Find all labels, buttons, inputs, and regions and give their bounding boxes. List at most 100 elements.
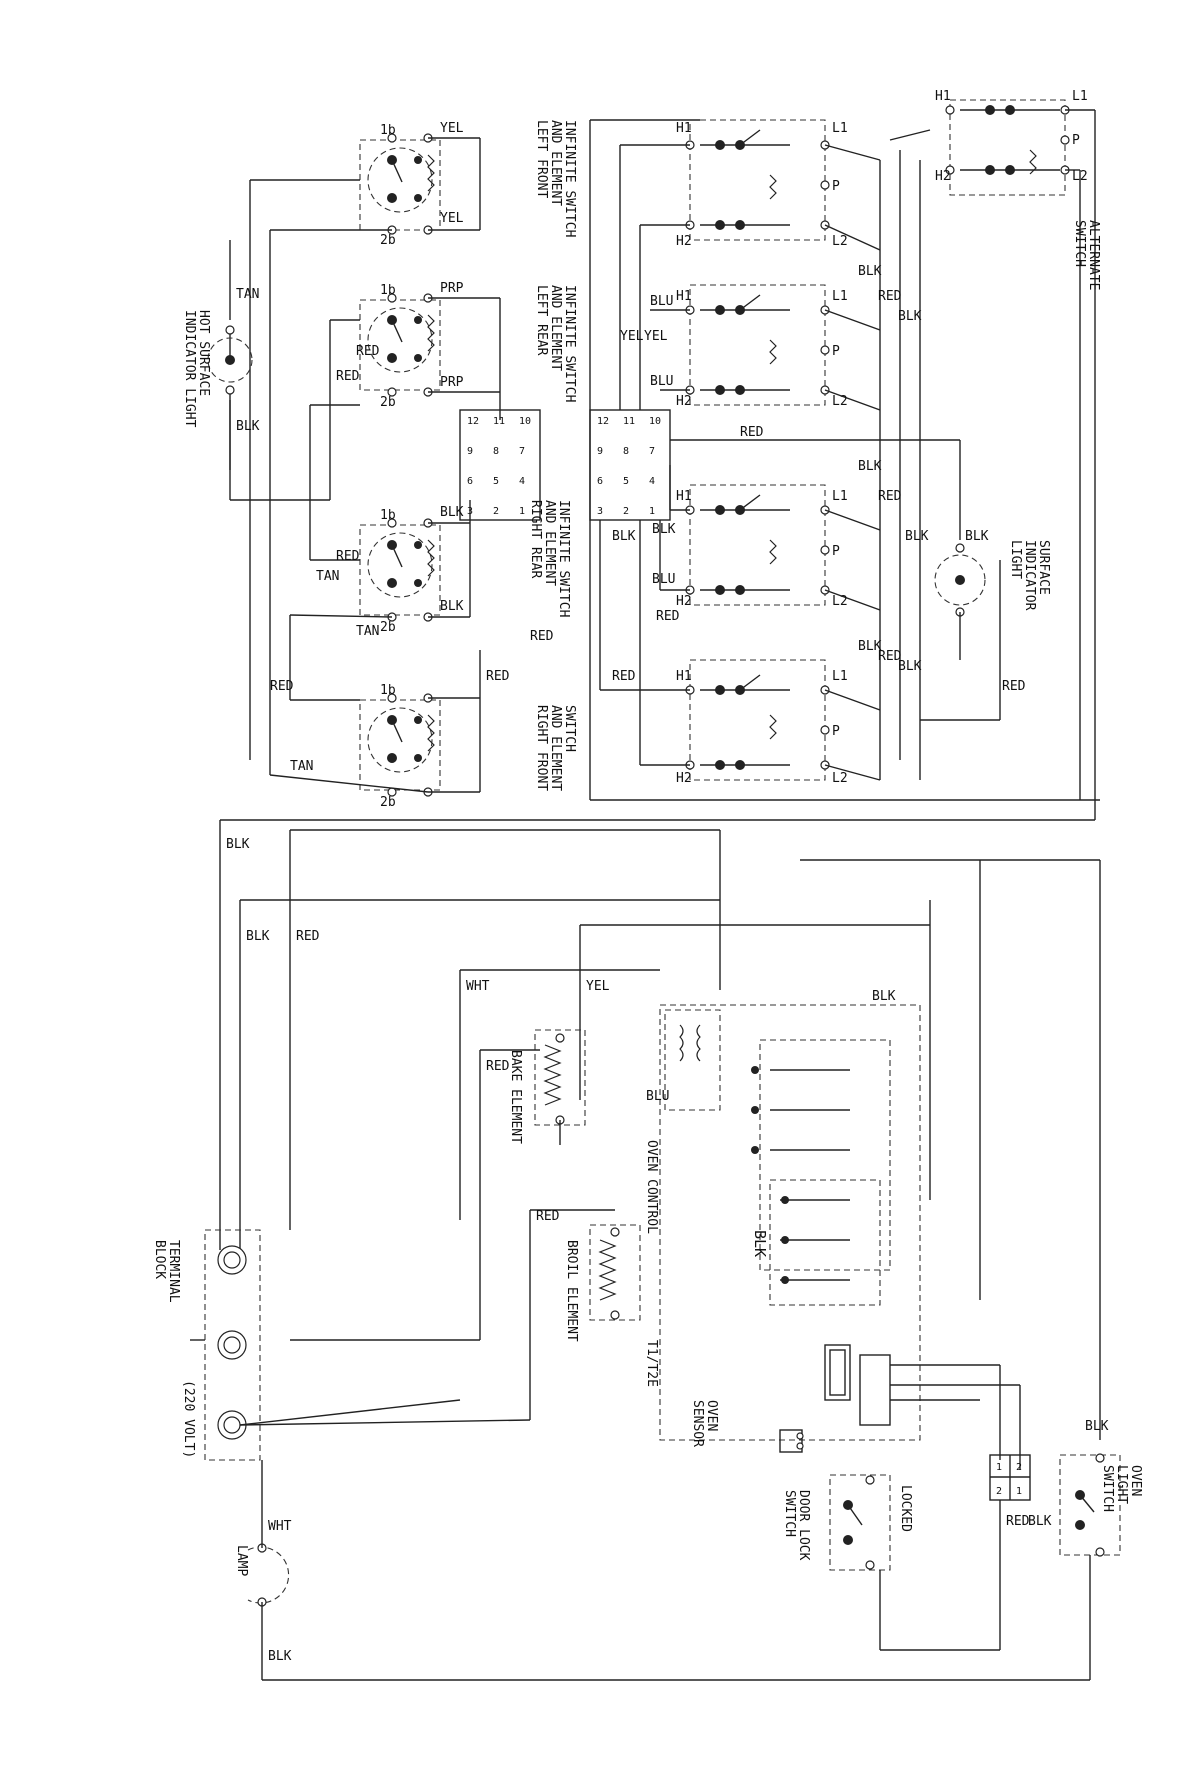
wire-red-14: RED <box>296 929 320 944</box>
wire-red-10: RED <box>878 289 902 304</box>
bus-lines <box>219 819 1101 1440</box>
term-h2-4: H2 <box>676 771 692 786</box>
wire-red-13: RED <box>1002 679 1026 694</box>
term-l1-1: L1 <box>832 121 848 136</box>
term-l1-3: L1 <box>832 489 848 504</box>
term-h2-1: H2 <box>676 234 692 249</box>
wire-tan-3: TAN <box>356 624 379 639</box>
term-1b-lr: 1b <box>380 283 396 298</box>
wire-blk-4: BLK <box>652 522 676 537</box>
surface-indicator-light <box>934 543 986 660</box>
wire-blk-17: BLK <box>1028 1514 1052 1529</box>
wire-red-7: RED <box>740 425 764 440</box>
pin-left-10: 10 <box>519 416 531 427</box>
label-relay-blk: BLK <box>751 1230 769 1257</box>
wire-blk-18: BLK <box>268 1649 292 1664</box>
label-left-rear-2: AND ELEMENT <box>548 285 563 371</box>
label-alternate-switch-2: SWITCH <box>1072 220 1087 267</box>
bottom-bus <box>262 1500 1091 1681</box>
infinite-switch-left-rear <box>359 293 441 397</box>
label-locked: LOCKED <box>898 1485 913 1532</box>
term-h1-4: H1 <box>676 669 692 684</box>
center-terminals <box>685 140 830 770</box>
label-lamp: LAMP <box>234 1545 249 1576</box>
wire-blk-11: BLK <box>905 529 929 544</box>
label-oven-light-switch-1: OVEN <box>1128 1465 1143 1496</box>
term-l2-4: L2 <box>832 771 848 786</box>
pin-center-9: 9 <box>597 446 603 457</box>
label-right-front-3: RIGHT FRONT <box>534 705 549 791</box>
label-door-lock-2: SWITCH <box>782 1490 797 1537</box>
wire-blk-16: BLK <box>1085 1419 1109 1434</box>
wire-red-12: RED <box>878 649 902 664</box>
pin-center-5: 5 <box>623 476 629 487</box>
small-conn-1: 1 <box>996 1462 1002 1473</box>
label-terminal-block-2: BLOCK <box>152 1240 167 1279</box>
label-alternate-switch-1: ALTERNATE <box>1086 220 1101 290</box>
pin-center-4: 4 <box>649 476 655 487</box>
alternate-switch <box>889 99 1096 820</box>
term-h2-2: H2 <box>676 394 692 409</box>
term-h1-2: H1 <box>676 289 692 304</box>
label-left-front-2: AND ELEMENT <box>548 120 563 206</box>
labels: INFINITE SWITCH AND ELEMENT LEFT FRONT I… <box>152 89 1143 1664</box>
label-left-front-3: LEFT FRONT <box>534 120 549 198</box>
label-oven-sensor-2: SENSOR <box>690 1400 705 1447</box>
door-lock-switch <box>829 1474 891 1571</box>
wire-blu-2: BLU <box>650 374 673 389</box>
wire-prp-1: PRP <box>440 281 464 296</box>
label-surface-indicator-3: LIGHT <box>1008 540 1023 579</box>
term-p-alt: P <box>1072 133 1080 148</box>
wire-blu-3: BLU <box>652 572 675 587</box>
wire-red-4: RED <box>270 679 294 694</box>
pin-left-5: 5 <box>493 476 499 487</box>
term-p-1: P <box>832 179 840 194</box>
infinite-switch-left-front <box>359 133 441 235</box>
label-right-rear-1: INFINITE SWITCH <box>556 500 571 617</box>
label-terminal-block-1: TERMINAL <box>166 1240 181 1303</box>
label-right-rear-2: AND ELEMENT <box>542 500 557 586</box>
label-oven-light-switch-3: SWITCH <box>1100 1465 1115 1512</box>
bake-element <box>479 1029 586 1340</box>
wire-blk-15: BLK <box>872 989 896 1004</box>
wire-blk-2: BLK <box>440 599 464 614</box>
oven-control-terminals <box>859 1354 1021 1470</box>
label-voltage: (220 VOLT) <box>181 1380 196 1458</box>
term-h1-alt: H1 <box>935 89 951 104</box>
wire-blk-1: BLK <box>440 505 464 520</box>
term-2b-rf: 2b <box>380 795 396 810</box>
wire-wht-1: WHT <box>466 979 490 994</box>
label-surface-indicator-2: INDICATOR <box>1022 540 1037 611</box>
wire-red-3: RED <box>336 549 360 564</box>
pin-left-12: 12 <box>467 416 479 427</box>
label-broil-element: BROIL ELEMENT <box>564 1240 579 1342</box>
term-l2-alt: L2 <box>1072 169 1088 184</box>
wire-red-11: RED <box>878 489 902 504</box>
wire-yel-5: YEL <box>586 979 610 994</box>
wire-red-5: RED <box>486 669 510 684</box>
hot-surface-indicator-light <box>207 240 253 470</box>
pin-center-8: 8 <box>623 446 629 457</box>
wire-blk-14: BLK <box>246 929 270 944</box>
label-oven-control: OVEN CONTROL <box>644 1140 659 1234</box>
wire-yel-1: YEL <box>440 121 464 136</box>
terminal-block <box>190 1229 531 1461</box>
oven-light-switch <box>1059 1453 1121 1557</box>
pin-left-8: 8 <box>493 446 499 457</box>
label-surface-indicator-1: SURFACE <box>1036 540 1051 595</box>
pin-left-3: 3 <box>467 506 473 517</box>
pin-center-11: 11 <box>623 416 635 427</box>
pin-left-9: 9 <box>467 446 473 457</box>
wire-blu-1: BLU <box>650 294 673 309</box>
term-2b-lf: 2b <box>380 233 396 248</box>
wire-blk-9: BLK <box>858 639 882 654</box>
pin-center-7: 7 <box>649 446 655 457</box>
wire-red-1: RED <box>336 369 360 384</box>
term-1b-lf: 1b <box>380 123 396 138</box>
wire-red-8: RED <box>656 609 680 624</box>
pin-left-6: 6 <box>467 476 473 487</box>
pin-left-4: 4 <box>519 476 525 487</box>
wire-red-15: RED <box>486 1059 510 1074</box>
pin-center-12: 12 <box>597 416 609 427</box>
pin-center-1: 1 <box>649 506 655 517</box>
